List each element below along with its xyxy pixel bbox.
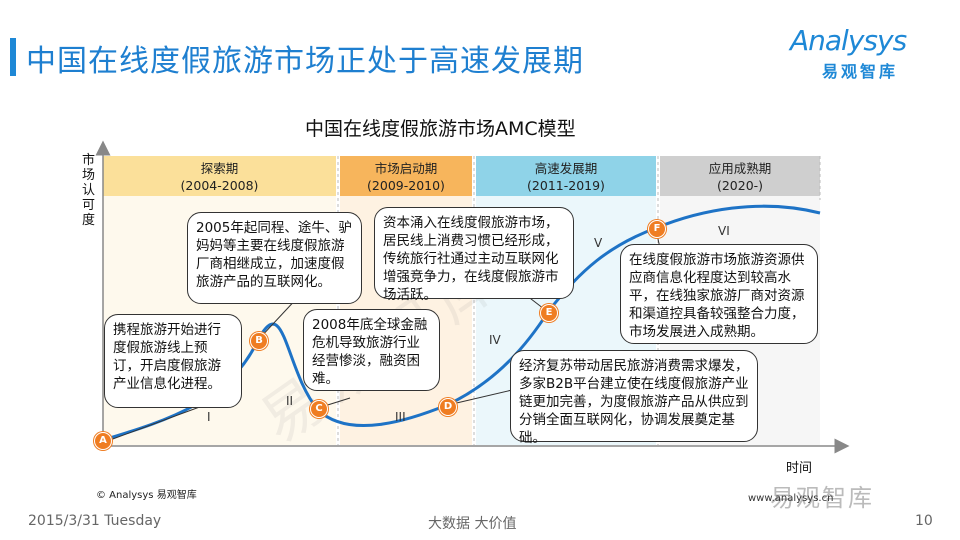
website-url[interactable]: www.analysys.cn [748,493,834,504]
annotation-b: 2005年起同程、途牛、驴妈妈等主要在线度假旅游厂商相继成立，加速度假旅游产品的… [187,212,362,304]
analysys-logo: Analysys 易观智库 [790,24,940,84]
wechat-watermark: 易观智库 [770,484,874,512]
title-accent-bar [10,38,16,76]
logo-main-text: Analysys [790,24,907,57]
phase-name: 探索期 [200,161,239,176]
y-axis-label: 市场认可度 [82,153,96,228]
annotation-e: 资本涌入在线度假旅游市场，居民线上消费习惯已经形成，传统旅行社通过主动互联网化增… [374,207,574,303]
phase-years: (2020-) [716,178,764,193]
chart-title: 中国在线度假旅游市场AMC模型 [305,118,576,140]
copyright-text: © Analysys 易观智库 [96,490,197,501]
page-title: 中国在线度假旅游市场正处于高速发展期 [26,44,584,79]
phase-header-launch: 市场启动期 (2009-2010) [340,156,472,196]
stage-point-f: F [648,220,666,238]
segment-label-vi: VI [718,224,730,238]
annotation-f: 在线度假旅游市场旅游资源供应商信息化程度达到较高水平，在线独家旅游厂商对资源和渠… [620,244,818,344]
phase-header-maturity: 应用成熟期 (2020-) [660,156,820,196]
phase-header-exploration: 探索期 (2004-2008) [103,156,336,196]
annotation-d: 经济复苏带动居民旅游消费需求爆发，多家B2B平台建立使在线度假旅游产业链更加完善… [510,350,758,446]
footer-slogan: 大数据 大价值 [428,516,517,532]
phase-name: 应用成熟期 [708,161,772,176]
annotation-c: 2008年底全球金融危机导致旅游行业经营惨淡，融资困难。 [303,309,440,391]
segment-label-i: I [207,410,211,424]
phase-years: (2009-2010) [367,178,445,193]
x-axis-label: 时间 [786,461,813,476]
stage-point-e: E [540,304,558,322]
phase-name: 高速发展期 [534,161,598,176]
stage-point-b: B [250,332,268,350]
logo-sub-text: 易观智库 [822,62,899,81]
phase-years: (2011-2019) [527,178,605,193]
stage-point-c: C [310,400,328,418]
annotation-a: 携程旅游开始进行度假旅游线上预订，开启度假旅游产业信息化进程。 [104,314,242,408]
phase-header-growth: 高速发展期 (2011-2019) [476,156,656,196]
stage-point-a: A [94,432,112,450]
segment-label-ii: II [286,394,294,408]
phase-years: (2004-2008) [180,178,259,193]
segment-label-iv: IV [489,333,501,347]
phase-name: 市场启动期 [374,161,438,176]
segment-label-v: V [594,236,603,250]
page-number: 10 [915,513,933,529]
footer-date: 2015/3/31 Tuesday [28,513,162,529]
stage-point-d: D [439,398,457,416]
segment-label-iii: III [395,410,406,424]
